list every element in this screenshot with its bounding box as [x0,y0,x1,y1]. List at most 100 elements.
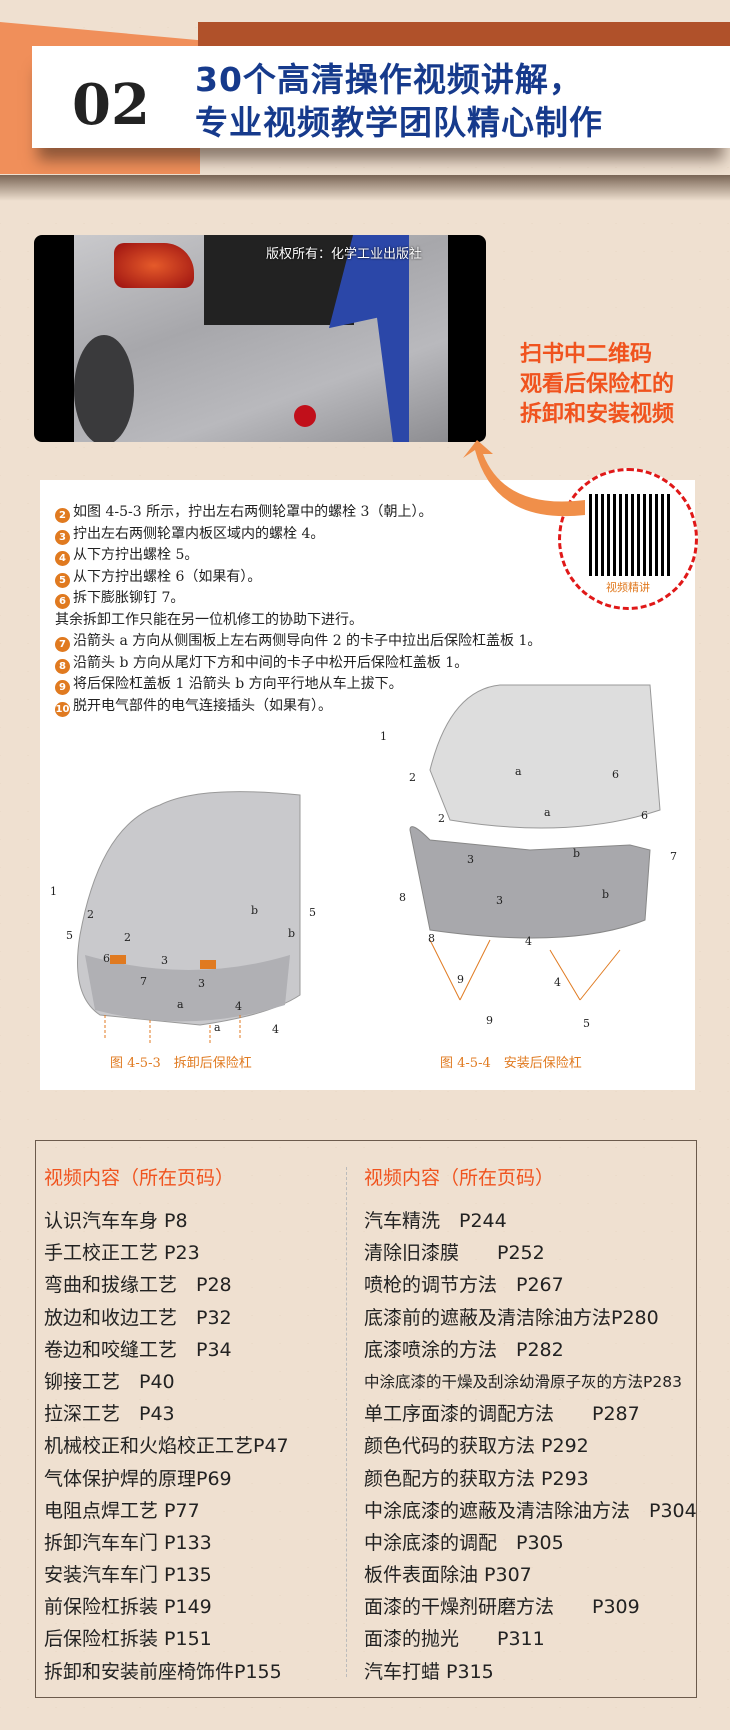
figure-label: 1 [380,730,387,743]
video-index-item[interactable]: 颜色代码的获取方法 P292 [364,1435,589,1458]
promo-line-1: 扫书中二维码 [520,342,653,367]
bumper-cover [409,826,651,939]
video-index-item[interactable]: 底漆前的遮蔽及清洁除油方法P280 [364,1306,659,1329]
step-number-badge: 3 [55,529,70,545]
promo-text: 扫书中二维码 观看后保险杠的 拆卸和安装视频 [520,340,674,430]
video-index-item[interactable]: 认识汽车车身 P8 [44,1210,188,1232]
figure-label: 3 [496,894,503,907]
figure-caption: 图 4-5-4 安装后保险杠 [440,1056,582,1071]
figure-label: 6 [103,952,110,965]
step-text: 其余拆卸工作只能在另一位机修工的协助下进行。 [55,611,363,628]
video-index-item[interactable]: 汽车精洗 P244 [364,1210,507,1232]
figure-label: 6 [612,768,619,781]
figure-label: 8 [428,932,435,945]
video-index-item[interactable]: 中涂底漆的遮蔽及清洁除油方法 P304 [364,1499,697,1522]
figure-label: b [251,904,258,917]
video-index-item[interactable]: 单工序面漆的调配方法 P287 [364,1403,640,1426]
rear-bumper [85,955,290,1022]
video-index-item[interactable]: 汽车打蜡 P315 [364,1660,494,1683]
arrow-b [110,955,126,964]
step-number-badge: 6 [55,594,70,609]
video-index-item[interactable]: 卷边和咬缝工艺 P34 [44,1338,232,1361]
video-index-item[interactable]: 喷枪的调节方法 P267 [364,1274,564,1297]
step-text: 脱开电气部件的电气连接插头（如果有）。 [73,697,332,714]
figure-label: b [288,927,295,940]
figure-label: 2 [124,931,131,944]
video-index-item[interactable]: 拆卸汽车车门 P133 [44,1531,212,1554]
reflector [294,405,316,427]
video-index-left: 视频内容（所在页码） 认识汽车车身 P8 手工校正工艺 P23 弯曲和拔缘工艺 P2… [44,1163,289,1688]
video-index-item[interactable]: 机械校正和火焰校正工艺P47 [44,1435,289,1458]
figure-label: 3 [467,853,474,866]
qr-code-icon [589,494,671,576]
video-index-item[interactable]: 铆接工艺 P40 [44,1370,175,1393]
figure-label: 2 [438,812,445,825]
figure-label: 4 [272,1023,279,1036]
step-text: 从下方拧出螺栓 5。 [73,547,199,563]
video-index-item[interactable]: 面漆的抛光 P311 [364,1628,545,1651]
figure-label: 4 [554,976,561,989]
video-index-item[interactable]: 板件表面除油 P307 [364,1564,532,1587]
video-index-item[interactable]: 拉深工艺 P43 [44,1403,175,1426]
video-index-item[interactable]: 面漆的干燥剂研磨方法 P309 [364,1596,640,1619]
figure-label: 7 [140,975,147,988]
promo-line-3: 拆卸和安装视频 [520,402,675,427]
video-index-item[interactable]: 弯曲和拔缘工艺 P28 [44,1274,232,1297]
figure-label: b [602,888,609,901]
step-number-badge: 2 [55,508,70,523]
video-index-item[interactable]: 底漆喷涂的方法 P282 [364,1338,564,1361]
video-watermark: 版权所有：化学工业出版社 [266,247,423,262]
promo-line-2: 观看后保险杠的 [520,372,675,397]
video-index-item[interactable]: 手工校正工艺 P23 [44,1242,200,1265]
video-index-item[interactable]: 颜色配方的获取方法 P293 [364,1467,589,1490]
step-text: 拆下膨胀铆钉 7。 [73,590,185,606]
video-index-item[interactable]: 拆卸和安装前座椅饰件P155 [44,1660,282,1683]
step-number-badge: 8 [55,658,70,674]
video-index-item[interactable]: 气体保护焊的原理P69 [44,1467,232,1490]
video-index-item[interactable]: 中涂底漆的调配 P305 [364,1531,564,1554]
column-divider [346,1167,347,1677]
step-text: 沿箭头 a 方向从侧围板上左右两侧导向件 2 的卡子中拉出后保险杠盖板 1。 [73,633,542,649]
figure-label: 4 [235,1000,242,1013]
figure-label: a [544,806,551,819]
column-header: 视频内容（所在页码） [44,1167,235,1189]
video-index-item[interactable]: 清除旧漆膜 P252 [364,1242,545,1265]
step-number-badge: 7 [55,637,70,652]
figure-label: a [515,765,522,778]
figure-label: a [177,998,184,1011]
figure-label: 9 [457,973,464,986]
qr-badge[interactable]: 视频精讲 [558,468,698,610]
bolt-lines [104,1015,241,1045]
step-text: 拧出左右两侧轮罩内板区域内的螺栓 4。 [73,525,325,542]
section-title: 30个高清操作视频讲解， 专业视频教学团队精心制作 [195,58,603,144]
step-number-badge: 4 [55,551,70,566]
video-index-item[interactable]: 放边和收边工艺 P32 [44,1306,232,1329]
video-index-item[interactable]: 安装汽车车门 P135 [44,1564,212,1587]
figure-label: b [573,847,580,860]
figure-caption: 图 4-5-3 拆卸后保险杠 [110,1056,252,1071]
video-index-item[interactable]: 后保险杠拆装 P151 [44,1628,212,1651]
figure-label: 8 [399,891,406,904]
step-text: 将后保险杠盖板 1 沿箭头 b 方向平行地从车上拔下。 [73,676,403,692]
video-index-item[interactable]: 电阻点焊工艺 P77 [44,1499,200,1522]
video-index-item[interactable]: 前保险杠拆装 P149 [44,1596,212,1619]
figure-label: 3 [161,954,168,967]
figure-label: 2 [409,771,416,784]
figure-label: 4 [525,935,532,948]
video-index-item[interactable]: 中涂底漆的干燥及刮涂幼滑原子灰的方法P283 [364,1372,682,1391]
step-text: 如图 4-5-3 所示，拧出左右两侧轮罩中的螺栓 3（朝上）。 [73,504,433,520]
title-line-1: 30个高清操作视频讲解， [195,60,583,99]
video-preview[interactable]: 版权所有：化学工业出版社 [34,235,486,442]
